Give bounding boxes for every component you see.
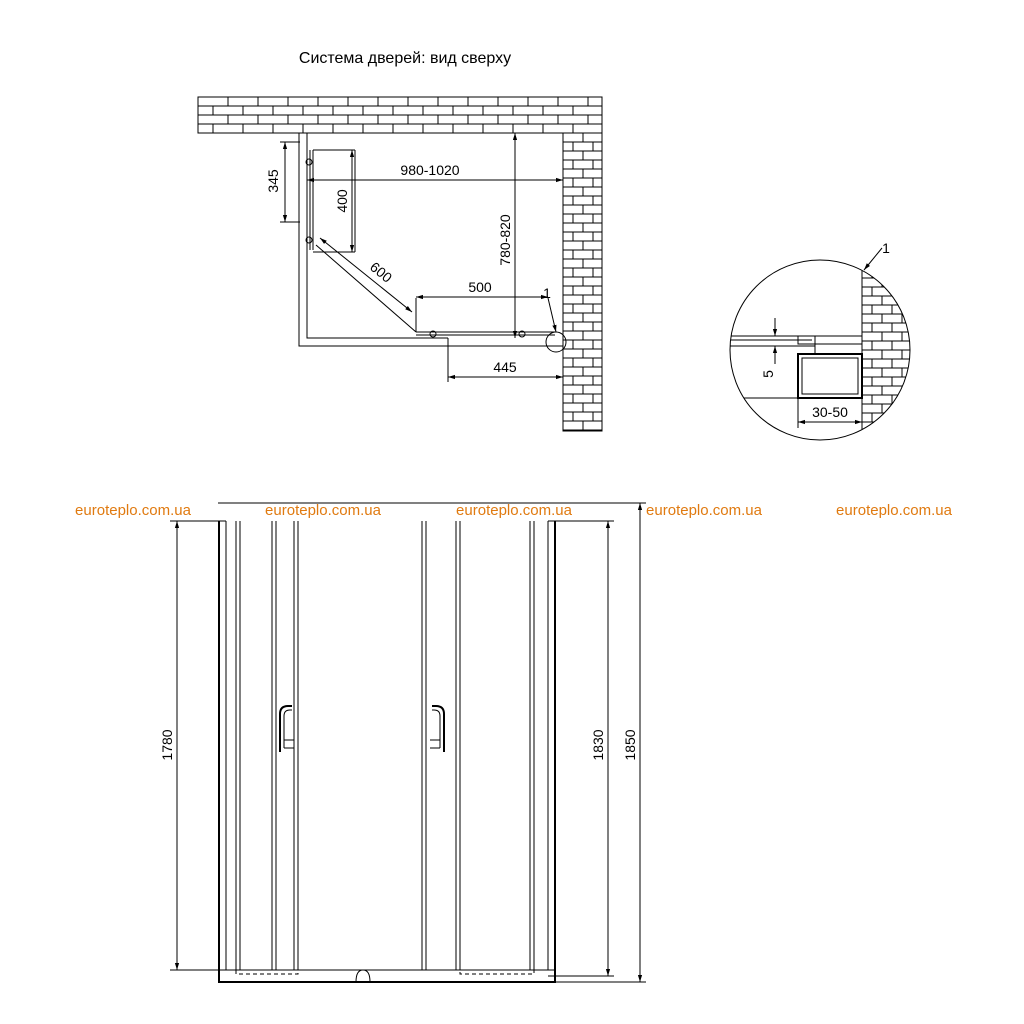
watermark-row: euroteplo.com.ua euroteplo.com.ua eurote… [75, 502, 953, 519]
dim-depth-label: 780-820 [497, 214, 513, 266]
drawing-title: Система дверей: вид сверху [299, 50, 511, 67]
detail-dim-30-50-label: 30-50 [812, 404, 848, 420]
dim-1830-label: 1830 [590, 729, 606, 760]
brick-wall-detail [862, 260, 910, 440]
dim-1780-label: 1780 [159, 729, 175, 760]
door-handle-icon [430, 705, 445, 752]
brick-wall-top [198, 96, 602, 133]
brick-wall-right [563, 132, 602, 431]
dim-1850-label: 1850 [622, 729, 638, 760]
watermark-text: euroteplo.com.ua [75, 502, 192, 519]
dim-400-label: 400 [334, 189, 350, 213]
top-view: 345 400 980-1020 780-820 600 500 445 1 [197, 96, 603, 432]
dim-width-label: 980-1020 [400, 162, 459, 178]
callout-1-label: 1 [543, 285, 551, 301]
detail-dim-5-label: 5 [760, 370, 776, 378]
dim-500-label: 500 [468, 279, 492, 295]
watermark-text: euroteplo.com.ua [265, 502, 382, 519]
front-view: 1780 1830 1850 [159, 502, 646, 983]
roller-icon [305, 158, 526, 338]
detail-callout-1-label: 1 [882, 240, 890, 256]
dim-345-label: 345 [265, 169, 281, 193]
dim-445-label: 445 [493, 359, 517, 375]
door-handle-icon [279, 705, 294, 752]
detail-view: 5 30-50 1 [729, 240, 911, 441]
watermark-text: euroteplo.com.ua [646, 502, 763, 519]
watermark-text: euroteplo.com.ua [456, 502, 573, 519]
dim-600-label: 600 [367, 259, 395, 286]
watermark-text: euroteplo.com.ua [836, 502, 953, 519]
